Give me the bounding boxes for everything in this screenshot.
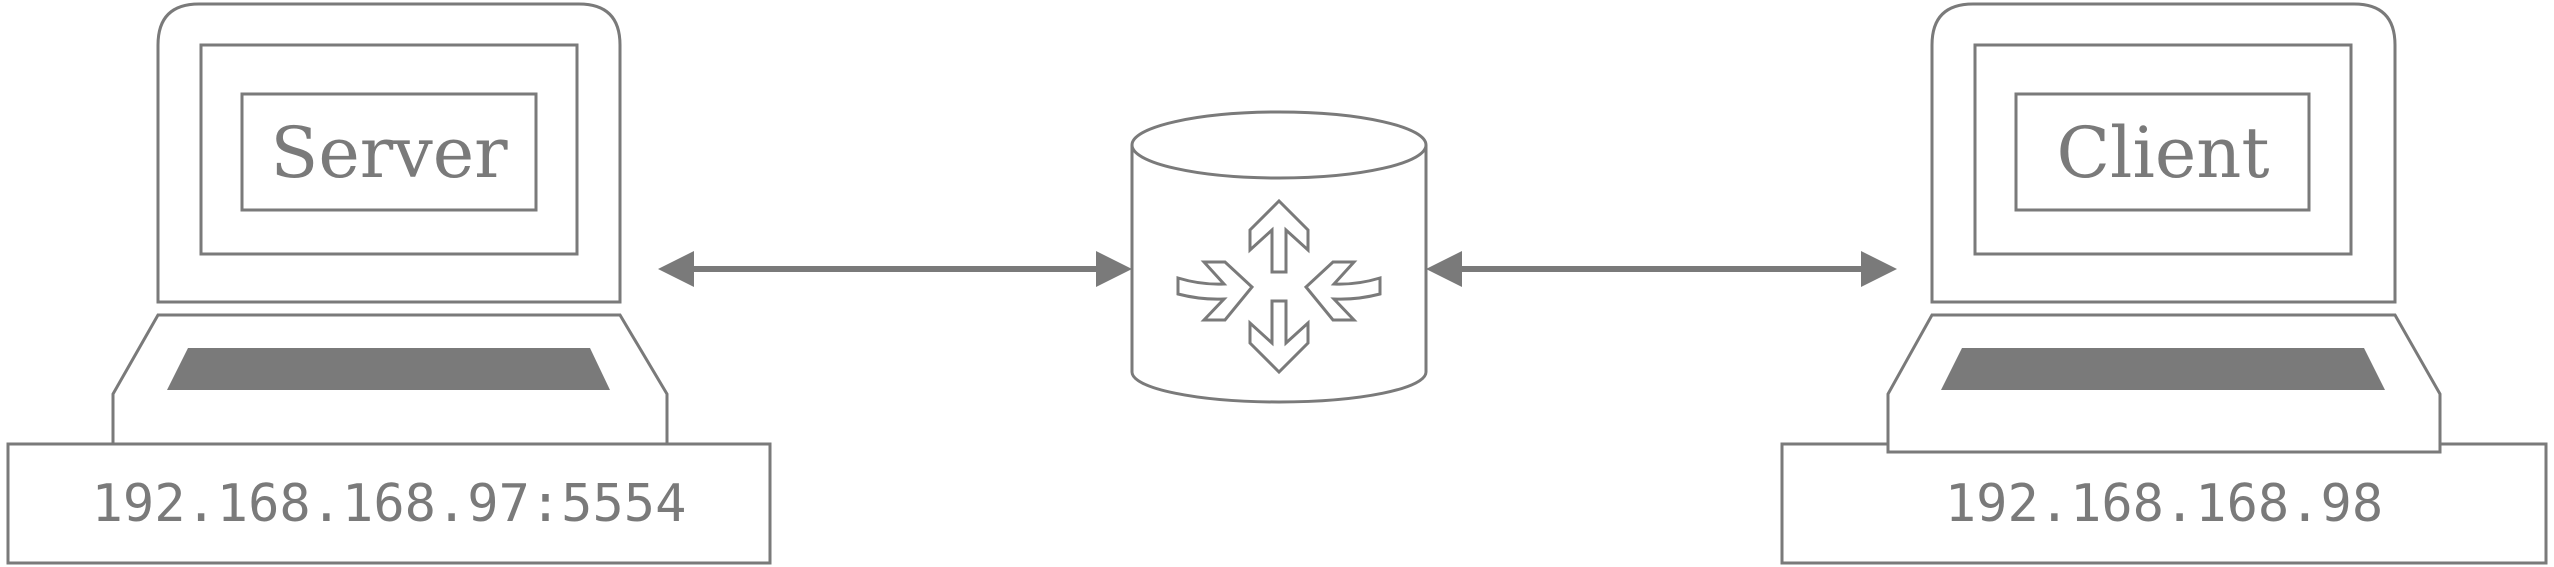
server-monitor bbox=[156, 2, 622, 304]
client-address: 192.168.168.98 bbox=[1945, 474, 2383, 534]
router bbox=[1130, 110, 1428, 404]
server-screen-label-box bbox=[240, 92, 538, 212]
client-address-plate bbox=[1780, 442, 2548, 565]
server-keyboard bbox=[167, 348, 610, 390]
server-label: Server bbox=[270, 112, 508, 194]
router-top bbox=[1130, 110, 1428, 180]
client-keyboard bbox=[1941, 348, 2385, 390]
server-computer: Server 192.168.168.97:5554 bbox=[6, 2, 772, 565]
client-screen-label-box bbox=[2014, 92, 2311, 212]
client-monitor bbox=[1930, 2, 2397, 304]
link-server-router bbox=[658, 251, 1132, 287]
link-router-client bbox=[1426, 251, 1897, 287]
client-computer: 192.168.168.98 Client bbox=[1780, 2, 2548, 565]
client-screen bbox=[1973, 43, 2353, 256]
arrow-inward-left-icon bbox=[1303, 260, 1382, 322]
server-address: 192.168.168.97:5554 bbox=[92, 474, 687, 534]
arrow-left-head bbox=[1426, 251, 1462, 287]
arrow-up-icon bbox=[1248, 198, 1310, 274]
arrow-down-icon bbox=[1248, 299, 1310, 375]
router-icon bbox=[1176, 198, 1382, 375]
server-address-plate bbox=[6, 442, 772, 565]
arrow-right-head bbox=[1861, 251, 1897, 287]
arrow-right-head bbox=[1096, 251, 1132, 287]
arrow-left-head bbox=[658, 251, 694, 287]
server-screen bbox=[199, 43, 579, 256]
arrow-inward-right-icon bbox=[1176, 260, 1255, 322]
client-label: Client bbox=[2057, 112, 2270, 194]
